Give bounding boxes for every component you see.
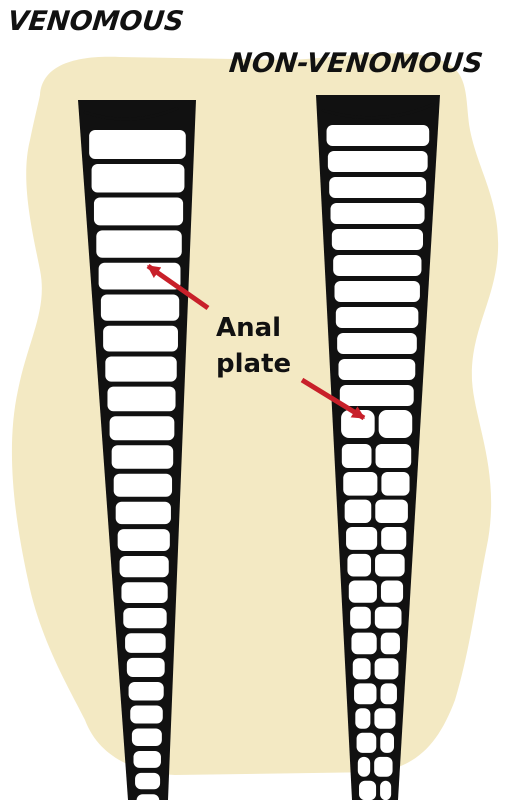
subcaudal-scale-right	[381, 472, 409, 496]
subcaudal-scale-right	[374, 708, 395, 729]
ventral-scale	[103, 326, 178, 352]
subcaudal-scale-left	[353, 658, 371, 679]
anal-plate-label-line1: Anal	[216, 313, 281, 343]
ventral-scale	[107, 387, 175, 412]
ventral-scale	[130, 706, 163, 724]
ventral-scale	[331, 203, 425, 224]
subcaudal-scale-left	[358, 757, 370, 777]
anal-plate-right-half	[379, 410, 413, 438]
subcaudal-scale-right	[380, 683, 396, 704]
ventral-scale	[338, 359, 415, 380]
ventral-scale	[137, 794, 160, 800]
subcaudal-scale-right	[375, 554, 405, 577]
subcaudal-scale-right	[381, 527, 406, 550]
ventral-scale	[101, 295, 179, 321]
ventral-scale	[133, 751, 160, 768]
subcaudal-scale-right	[376, 444, 412, 468]
ventral-scale	[123, 608, 166, 628]
ventral-scale	[334, 281, 419, 302]
non-venomous-title: NON-VENOMOUS	[228, 48, 485, 79]
ventral-scale	[118, 529, 170, 551]
ventral-scale	[89, 130, 186, 159]
subcaudal-scale-right	[381, 581, 403, 603]
subcaudal-scale-right	[375, 658, 399, 679]
ventral-scale	[92, 164, 185, 192]
ventral-scale	[116, 502, 171, 524]
ventral-scale	[94, 197, 183, 225]
ventral-scale	[112, 445, 174, 469]
ventral-scale	[337, 333, 417, 354]
ventral-scale	[332, 229, 423, 250]
subcaudal-scale-right	[374, 757, 392, 777]
subcaudal-scale-left	[346, 527, 377, 550]
subcaudal-scale-left	[347, 554, 371, 577]
subcaudal-scale-left	[350, 607, 371, 629]
ventral-scale	[110, 416, 175, 440]
subcaudal-scale-right	[381, 633, 400, 655]
subcaudal-scale-right	[375, 607, 402, 629]
venomous-title: VENOMOUS	[6, 6, 185, 37]
ventral-scale	[333, 255, 421, 276]
subcaudal-scale-left	[354, 683, 376, 704]
ventral-scale	[336, 307, 419, 328]
ventral-scale	[105, 356, 176, 381]
subcaudal-scale-left	[342, 444, 372, 468]
subcaudal-scale-left	[355, 708, 370, 729]
subcaudal-scale-right	[380, 781, 391, 800]
ventral-scale	[121, 582, 167, 603]
ventral-scale	[114, 474, 172, 497]
subcaudal-scale-right	[375, 500, 408, 523]
ventral-scale	[99, 263, 181, 290]
subcaudal-scale-left	[343, 472, 377, 496]
ventral-scale	[132, 729, 162, 746]
ventral-scale	[125, 633, 166, 653]
subcaudal-scale-left	[351, 633, 376, 655]
anal-plate-label-line2: plate	[216, 349, 291, 379]
ventral-scale	[96, 230, 181, 257]
ventral-scale	[328, 151, 428, 172]
subcaudal-scale-left	[357, 733, 377, 753]
ventral-scale	[327, 125, 430, 146]
subcaudal-scale-left	[349, 581, 377, 603]
subcaudal-scale-left	[359, 781, 376, 800]
ventral-scale	[340, 385, 414, 406]
ventral-scale	[329, 177, 426, 198]
ventral-scale	[129, 682, 164, 701]
ventral-scale	[135, 773, 160, 789]
ventral-scale	[120, 556, 169, 577]
subcaudal-scale-left	[345, 500, 372, 523]
subcaudal-scale-right	[380, 733, 394, 753]
ventral-scale	[127, 658, 165, 677]
